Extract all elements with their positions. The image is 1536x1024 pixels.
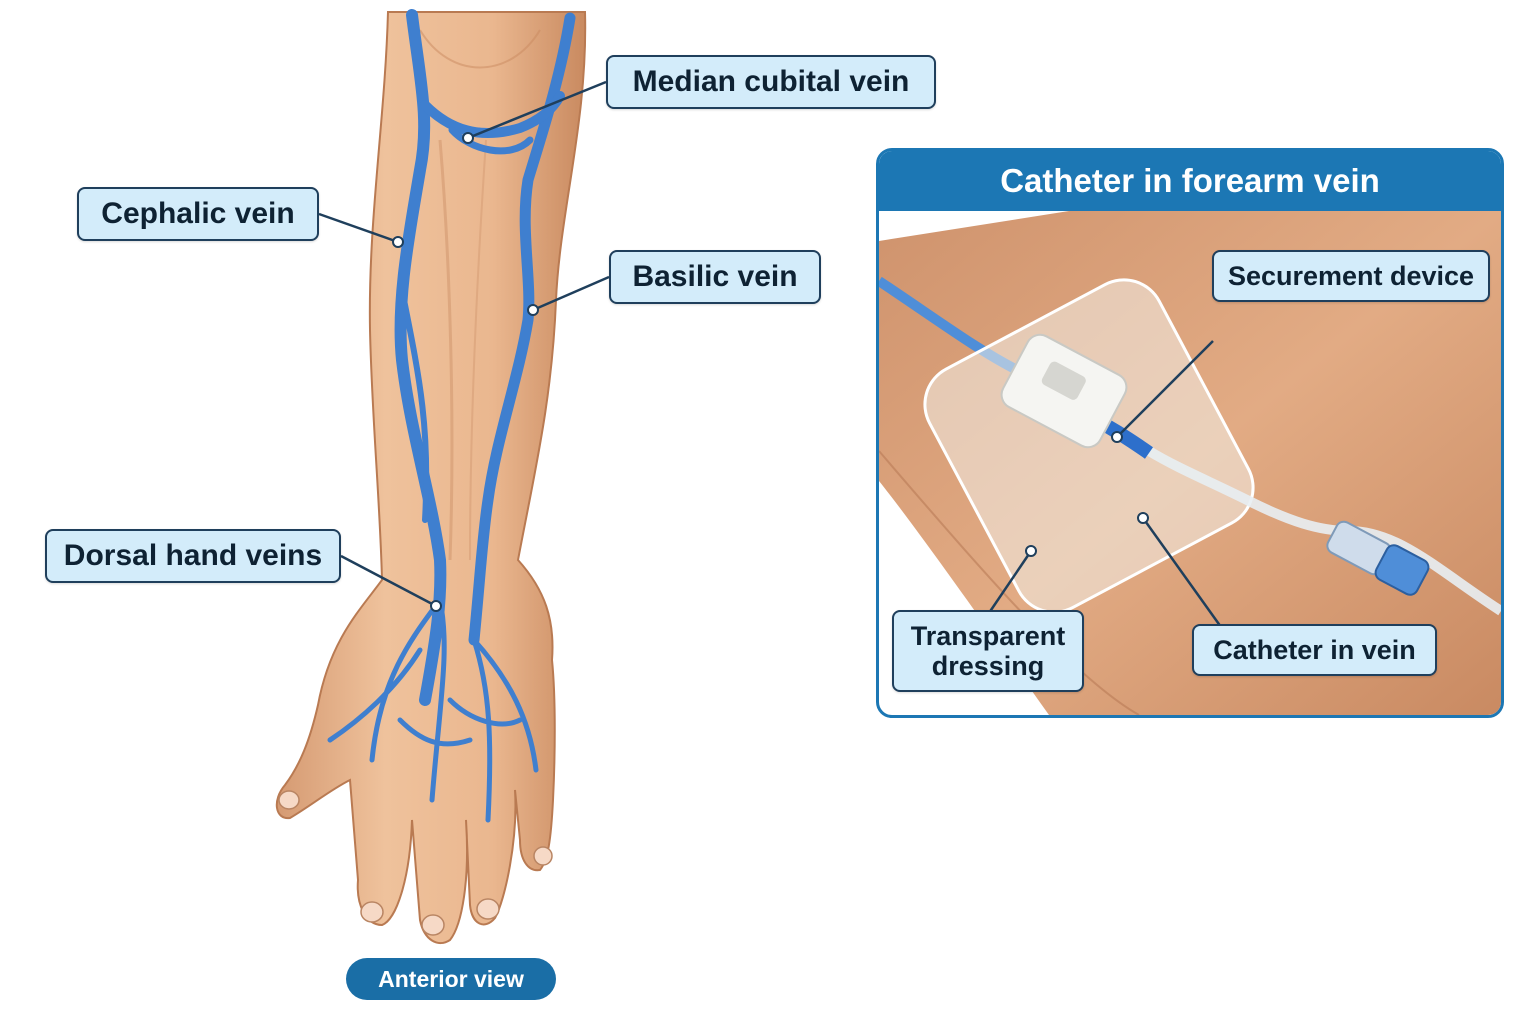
inset-title-text: Catheter in forearm vein — [1000, 162, 1380, 199]
leader-lines — [318, 80, 610, 608]
transparent-dressing-label: Transparent dressing — [892, 610, 1084, 692]
securement-device — [1000, 333, 1128, 449]
anterior-view-badge: Anterior view — [346, 958, 556, 1000]
dorsal-hand-veins-label: Dorsal hand veins — [45, 529, 341, 583]
securement-device-label: Securement device — [1212, 250, 1490, 302]
inset-leader-dots — [1025, 431, 1149, 557]
catheter-in-vein-label: Catheter in vein — [1192, 624, 1437, 676]
catheter-in-vein-text: Catheter in vein — [1213, 634, 1416, 665]
median-cubital-vein-text: Median cubital vein — [632, 65, 910, 99]
inset-leader-lines — [987, 340, 1223, 628]
cephalic-vein-label: Cephalic vein — [77, 187, 319, 241]
finger-nails — [278, 790, 553, 936]
cephalic-vein-path — [394, 9, 447, 706]
cephalic-vein-text: Cephalic vein — [101, 197, 295, 231]
dorsal-hand-veins-path — [327, 597, 539, 823]
basilic-vein-path — [468, 12, 576, 646]
median-cubital-vein-label: Median cubital vein — [606, 55, 936, 109]
dorsal-hand-veins-text: Dorsal hand veins — [63, 539, 323, 573]
transparent-dressing-line1: Transparent — [910, 620, 1066, 651]
securement-device-text: Securement device — [1227, 260, 1475, 291]
transparent-dressing-line2: dressing — [931, 651, 1045, 681]
basilic-vein-text: Basilic vein — [632, 260, 798, 294]
leader-dots — [392, 132, 539, 612]
arm-veins — [327, 9, 576, 823]
arm-skin — [275, 11, 587, 945]
median-cubital-vein-path — [420, 91, 565, 139]
inset-title: Catheter in forearm vein — [879, 151, 1501, 211]
anterior-view-text: Anterior view — [378, 965, 524, 992]
luer-connector — [1326, 520, 1430, 596]
catheter-illustration — [879, 211, 1501, 715]
basilic-vein-label: Basilic vein — [609, 250, 821, 304]
